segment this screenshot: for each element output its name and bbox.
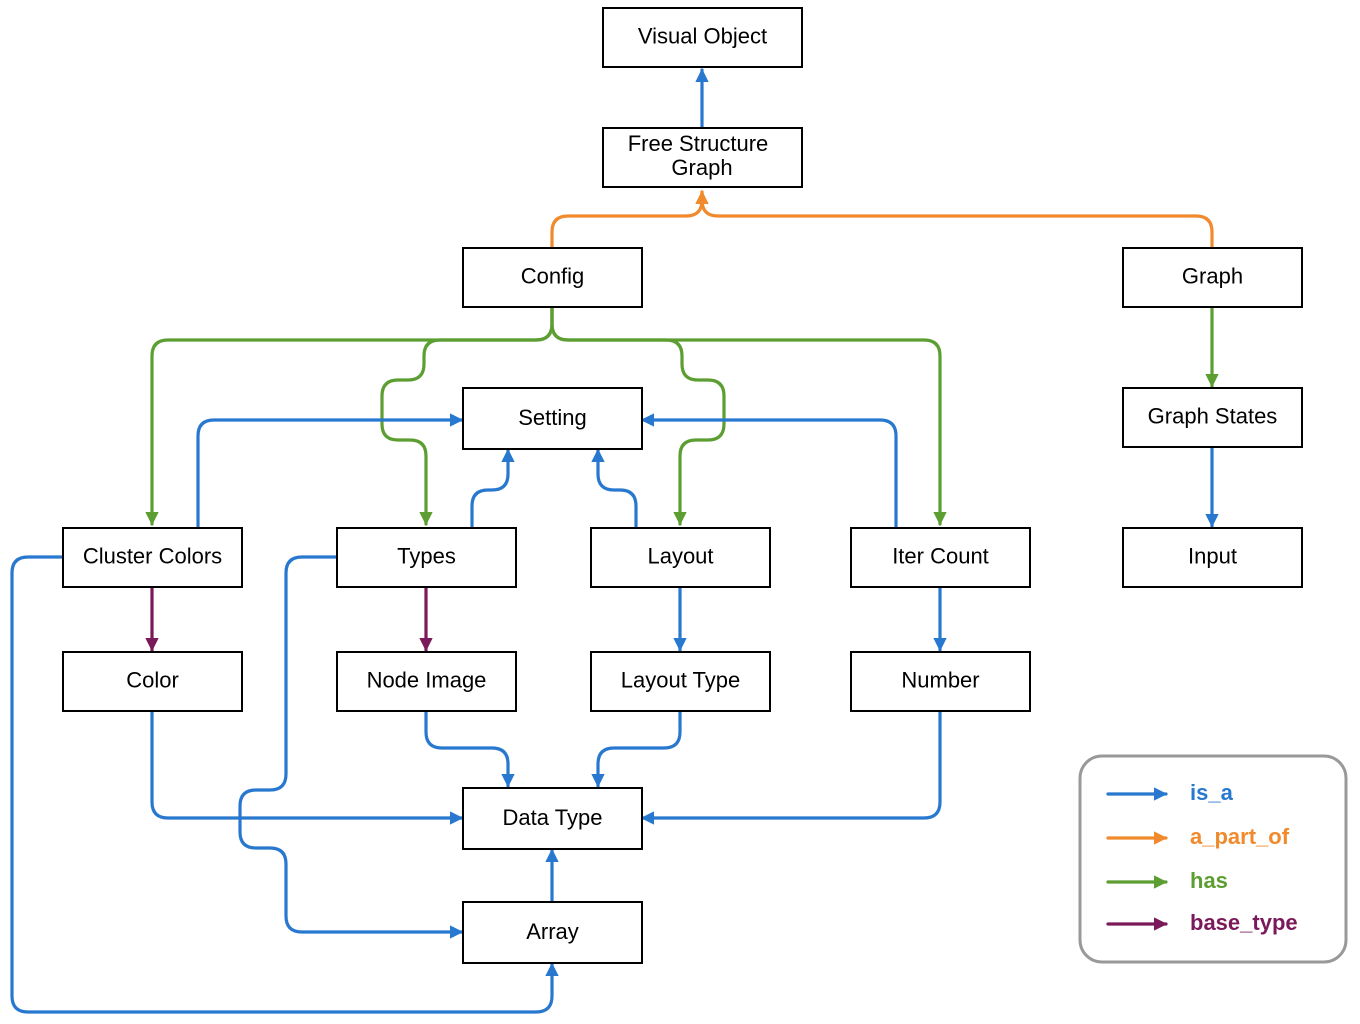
legend-box [1078, 754, 1348, 964]
node-graph: Graph [1122, 247, 1303, 308]
legend-is-a-label: is_a [1190, 780, 1234, 805]
node-layout: Layout [590, 527, 771, 588]
edge-graph-part-of-free-structure-graph [695, 190, 1214, 249]
legend-a-part-of-label: a_part_of [1190, 824, 1290, 849]
legend-has-label: has [1190, 868, 1228, 893]
edge-config-has-types [380, 306, 554, 526]
node-cluster-colors-label: Cluster Colors [83, 543, 222, 568]
legend: is_a a_part_of has base_type [1078, 754, 1348, 964]
node-number: Number [850, 651, 1031, 712]
node-config-label: Config [521, 263, 585, 288]
node-input: Input [1122, 527, 1303, 588]
node-types: Types [336, 527, 517, 588]
node-array-label: Array [526, 919, 579, 944]
node-graph-states-label: Graph States [1148, 403, 1278, 428]
node-data-type: Data Type [462, 787, 643, 850]
node-number-label: Number [901, 667, 979, 692]
node-layout-type: Layout Type [590, 651, 771, 712]
edge-iter-count-is-a-setting [640, 413, 898, 528]
edge-color-is-a-data-type [150, 710, 464, 825]
node-node-image-label: Node Image [367, 667, 487, 692]
edge-types-is-a-array [238, 555, 464, 939]
edge-node-image-is-a-data-type [424, 710, 515, 788]
node-iter-count: Iter Count [850, 527, 1031, 588]
node-layout-type-label: Layout Type [621, 667, 740, 692]
node-visual-object-label: Visual Object [638, 23, 767, 48]
legend-base-type-label: base_type [1190, 910, 1298, 935]
node-iter-count-label: Iter Count [892, 543, 989, 568]
node-config: Config [462, 247, 643, 308]
node-cluster-colors: Cluster Colors [62, 527, 243, 588]
node-node-image: Node Image [336, 651, 517, 712]
edge-cluster-colors-is-a-array [10, 555, 559, 1014]
edge-types-is-a-setting [470, 448, 515, 528]
node-setting: Setting [462, 387, 643, 450]
edge-config-part-of-free-structure-graph [550, 190, 709, 249]
node-free-structure-graph-label-line2: Graph [671, 155, 732, 180]
node-array: Array [462, 901, 643, 964]
node-input-label: Input [1188, 543, 1237, 568]
node-color-label: Color [126, 667, 179, 692]
node-visual-object: Visual Object [602, 7, 803, 68]
node-setting-label: Setting [518, 405, 587, 430]
edge-layout-type-is-a-data-type [591, 710, 682, 788]
node-color: Color [62, 651, 243, 712]
node-layout-label: Layout [647, 543, 713, 568]
edges [10, 68, 1219, 1014]
edge-config-has-iter-count [550, 306, 947, 526]
node-graph-states: Graph States [1122, 387, 1303, 448]
edge-cluster-colors-is-a-setting [196, 413, 464, 528]
node-graph-label: Graph [1182, 263, 1243, 288]
node-data-type-label: Data Type [503, 805, 603, 830]
node-free-structure-graph-label-line1: Free Structure [628, 131, 769, 156]
node-types-label: Types [397, 543, 456, 568]
edge-layout-is-a-setting [591, 448, 638, 528]
edge-number-is-a-data-type [640, 710, 942, 825]
node-free-structure-graph: Free Structure Graph [602, 127, 803, 188]
